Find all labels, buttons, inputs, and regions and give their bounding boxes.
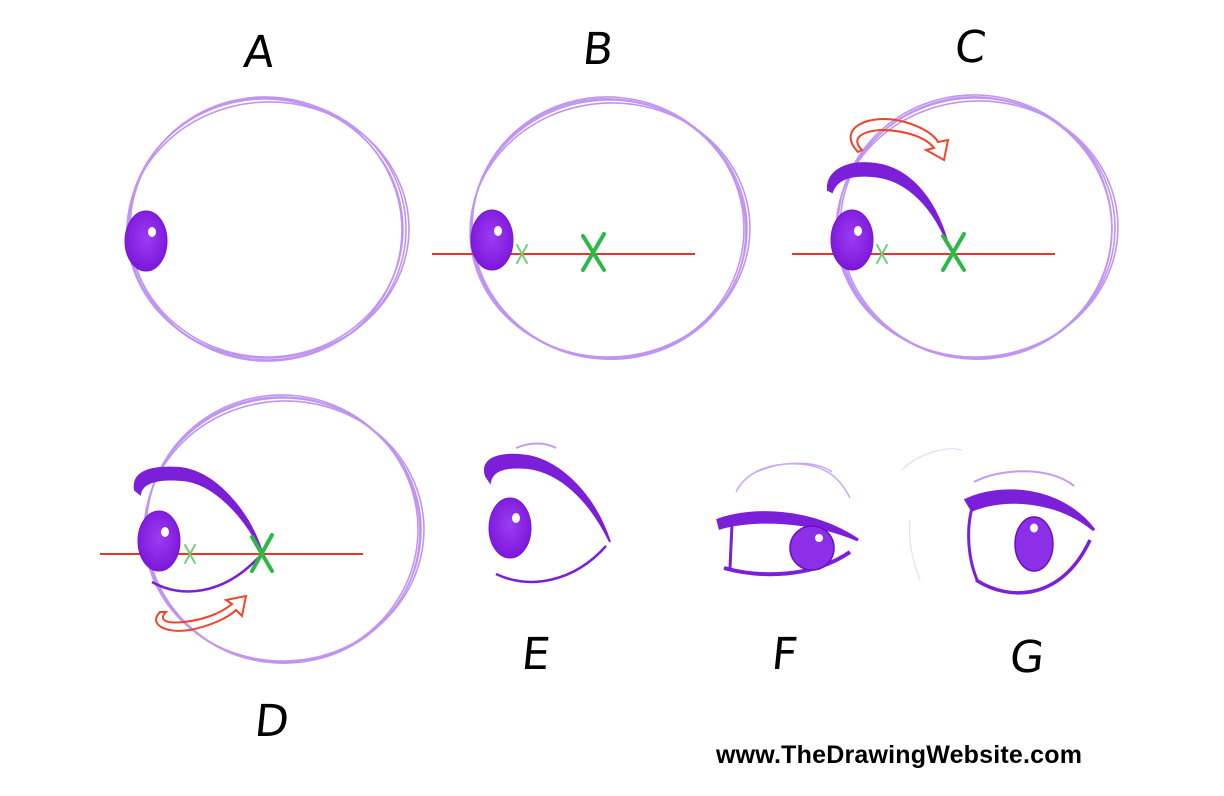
step-label-d: D — [252, 696, 292, 747]
small-cross-mark-icon — [184, 544, 196, 564]
eyeball-c — [830, 209, 874, 271]
step-label-c: C — [952, 22, 989, 73]
panel-b — [432, 96, 751, 360]
inner-corner-f — [728, 523, 734, 569]
iris-g — [1014, 516, 1054, 572]
head-circle-a — [126, 96, 410, 362]
lower-lid-d — [151, 557, 259, 593]
brow-sketch-f — [735, 462, 851, 499]
step-label-f: F — [769, 629, 801, 680]
step-label-a: A — [241, 27, 277, 78]
step-label-e: E — [519, 629, 553, 680]
upper-lid-g — [963, 489, 1096, 532]
iris-f — [789, 525, 835, 571]
lower-lid-g — [975, 539, 1092, 595]
panel-c — [792, 94, 1119, 360]
eyeball-d — [137, 510, 181, 572]
step-label-g: G — [1007, 632, 1047, 683]
head-circle-c — [835, 94, 1119, 360]
lower-lid-f — [723, 550, 852, 577]
lower-lid-e — [495, 545, 607, 584]
cross-mark-icon — [250, 533, 274, 573]
website-url: www.TheDrawingWebsite.com — [716, 741, 1083, 769]
panel-f — [716, 462, 859, 577]
step-label-b: B — [580, 24, 616, 75]
panel-g — [901, 448, 1096, 595]
curved-arrow-icon — [849, 118, 950, 162]
small-cross-mark-icon — [516, 244, 528, 264]
brow-e — [515, 442, 557, 449]
curved-arrow-icon — [155, 594, 248, 632]
faint-sketch-g — [901, 448, 963, 581]
eyeball-e — [488, 497, 532, 559]
eyeball-a — [124, 210, 168, 272]
panel-d — [100, 394, 425, 664]
panel-e — [483, 442, 611, 584]
eyeball-b — [470, 209, 514, 271]
panel-a — [124, 96, 410, 362]
brow-g — [973, 470, 1075, 487]
cross-mark-icon — [941, 232, 966, 272]
upper-lid-e — [483, 453, 611, 543]
small-cross-mark-icon — [876, 244, 888, 264]
head-circle-b — [469, 96, 751, 360]
cross-mark-icon — [581, 232, 606, 272]
upper-lid-f — [716, 511, 859, 542]
inner-corner-g — [967, 507, 980, 583]
